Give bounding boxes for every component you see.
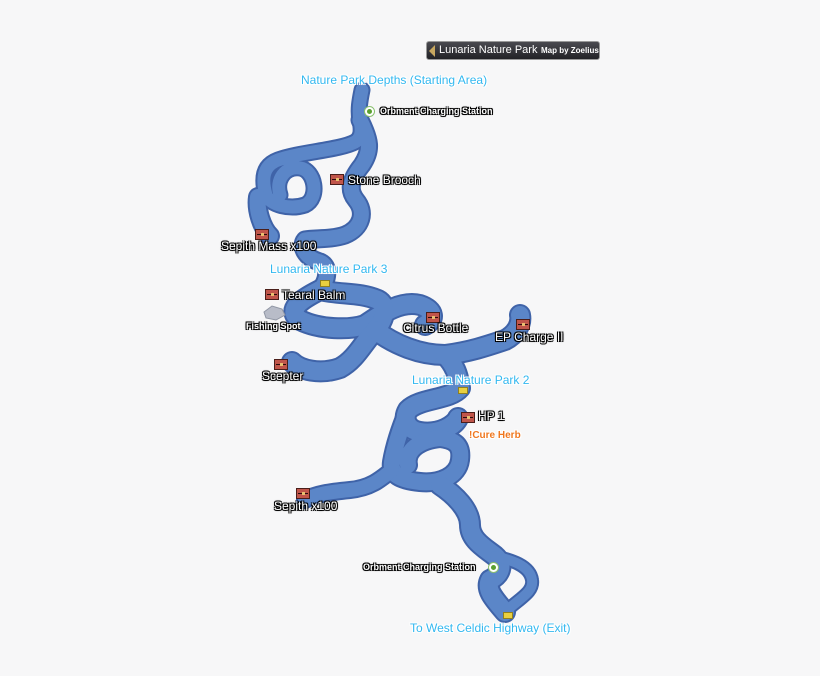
orbment-station-label-top: Orbment Charging Station (380, 106, 493, 116)
fishing-spot-label: Fishing Spot (246, 321, 301, 331)
treasure-chest-icon (255, 229, 269, 240)
item-stone-brooch: Stone Brooch (348, 173, 421, 187)
orbment-charging-icon (364, 106, 375, 117)
area-label-park2: Lunaria Nature Park 2 (412, 373, 530, 387)
fishing-spot-icon (263, 305, 286, 321)
item-citrus-bottle: Citrus Bottle (403, 321, 469, 335)
area-label-park3: Lunaria Nature Park 3 (270, 262, 388, 276)
treasure-chest-icon (516, 319, 530, 330)
item-ep-charge: EP Charge II (495, 330, 564, 344)
treasure-chest-icon (296, 488, 310, 499)
map-title-bar: Lunaria Nature Park Map by Zoelius (426, 41, 600, 60)
area-transition-marker (458, 387, 468, 394)
area-transition-marker (320, 280, 330, 287)
cure-herb-label: !Cure Herb (469, 430, 521, 441)
item-sepith-100: Sepith x100 (274, 499, 338, 513)
exit-marker (503, 612, 513, 619)
map-credit: Map by Zoelius (541, 46, 599, 55)
orbment-charging-icon (488, 562, 499, 573)
treasure-chest-icon (330, 174, 344, 185)
item-hp1: HP 1 (478, 409, 505, 423)
area-label-exit: To West Celdic Highway (Exit) (410, 621, 571, 635)
item-tearal-balm: Tearal Balm (282, 288, 346, 302)
area-label-start: Nature Park Depths (Starting Area) (301, 73, 488, 87)
treasure-chest-icon (274, 359, 288, 370)
map-title: Lunaria Nature Park (439, 44, 538, 56)
treasure-chest-icon (461, 412, 475, 423)
treasure-chest-icon (265, 289, 279, 300)
back-arrow-icon (429, 45, 435, 57)
item-scepter: Scepter (262, 369, 304, 383)
orbment-station-label-bottom: Orbment Charging Station (363, 562, 476, 572)
item-sepith-mass: Sepith Mass x100 (221, 239, 317, 253)
treasure-chest-icon (426, 312, 440, 323)
